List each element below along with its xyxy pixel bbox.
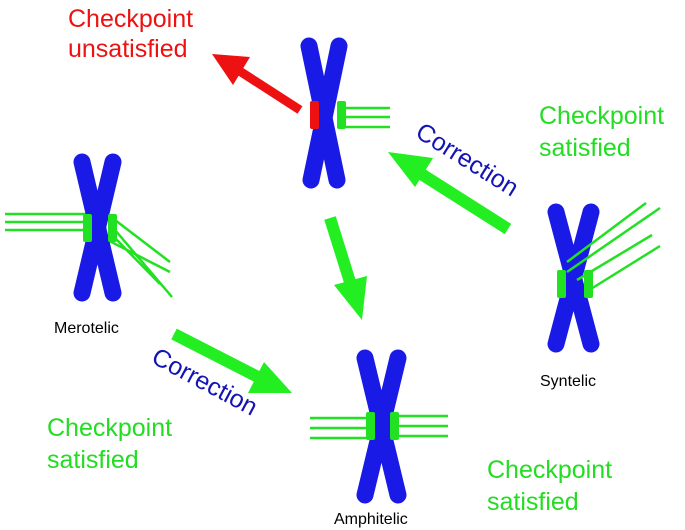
label-merotelic: Merotelic — [54, 320, 119, 337]
arrow-syntelic-correction — [388, 152, 512, 235]
arrow-merotelic-correction — [171, 328, 292, 393]
label-checkpoint-satisfied-amphitelic: Checkpoint satisfied — [487, 456, 619, 516]
attached-kinetochore — [337, 101, 346, 129]
kinetochore-left — [366, 412, 375, 440]
label-amphitelic: Amphitelic — [334, 511, 408, 528]
unattached-kinetochore — [310, 101, 319, 129]
label-checkpoint-unsatisfied: Checkpoint unsatisfied — [68, 5, 200, 63]
label-syntelic: Syntelic — [540, 373, 596, 390]
kinetochore-left — [83, 214, 92, 242]
kinetochore-right — [108, 214, 117, 242]
kinetochore-right — [584, 270, 593, 298]
chromosome-amphitelic — [310, 349, 448, 504]
label-checkpoint-satisfied-merotelic: Checkpoint satisfied — [47, 414, 179, 474]
chromosome-syntelic — [547, 201, 661, 353]
kinetochore-right — [390, 412, 399, 440]
chromosome-unattached — [300, 37, 390, 189]
chromosome-merotelic — [5, 153, 173, 302]
arrow-to-unsatisfied — [212, 54, 303, 114]
kinetochore-left — [557, 270, 566, 298]
label-checkpoint-satisfied-syntelic: Checkpoint satisfied — [539, 102, 671, 162]
arrow-to-amphitelic-from-top — [324, 216, 367, 320]
